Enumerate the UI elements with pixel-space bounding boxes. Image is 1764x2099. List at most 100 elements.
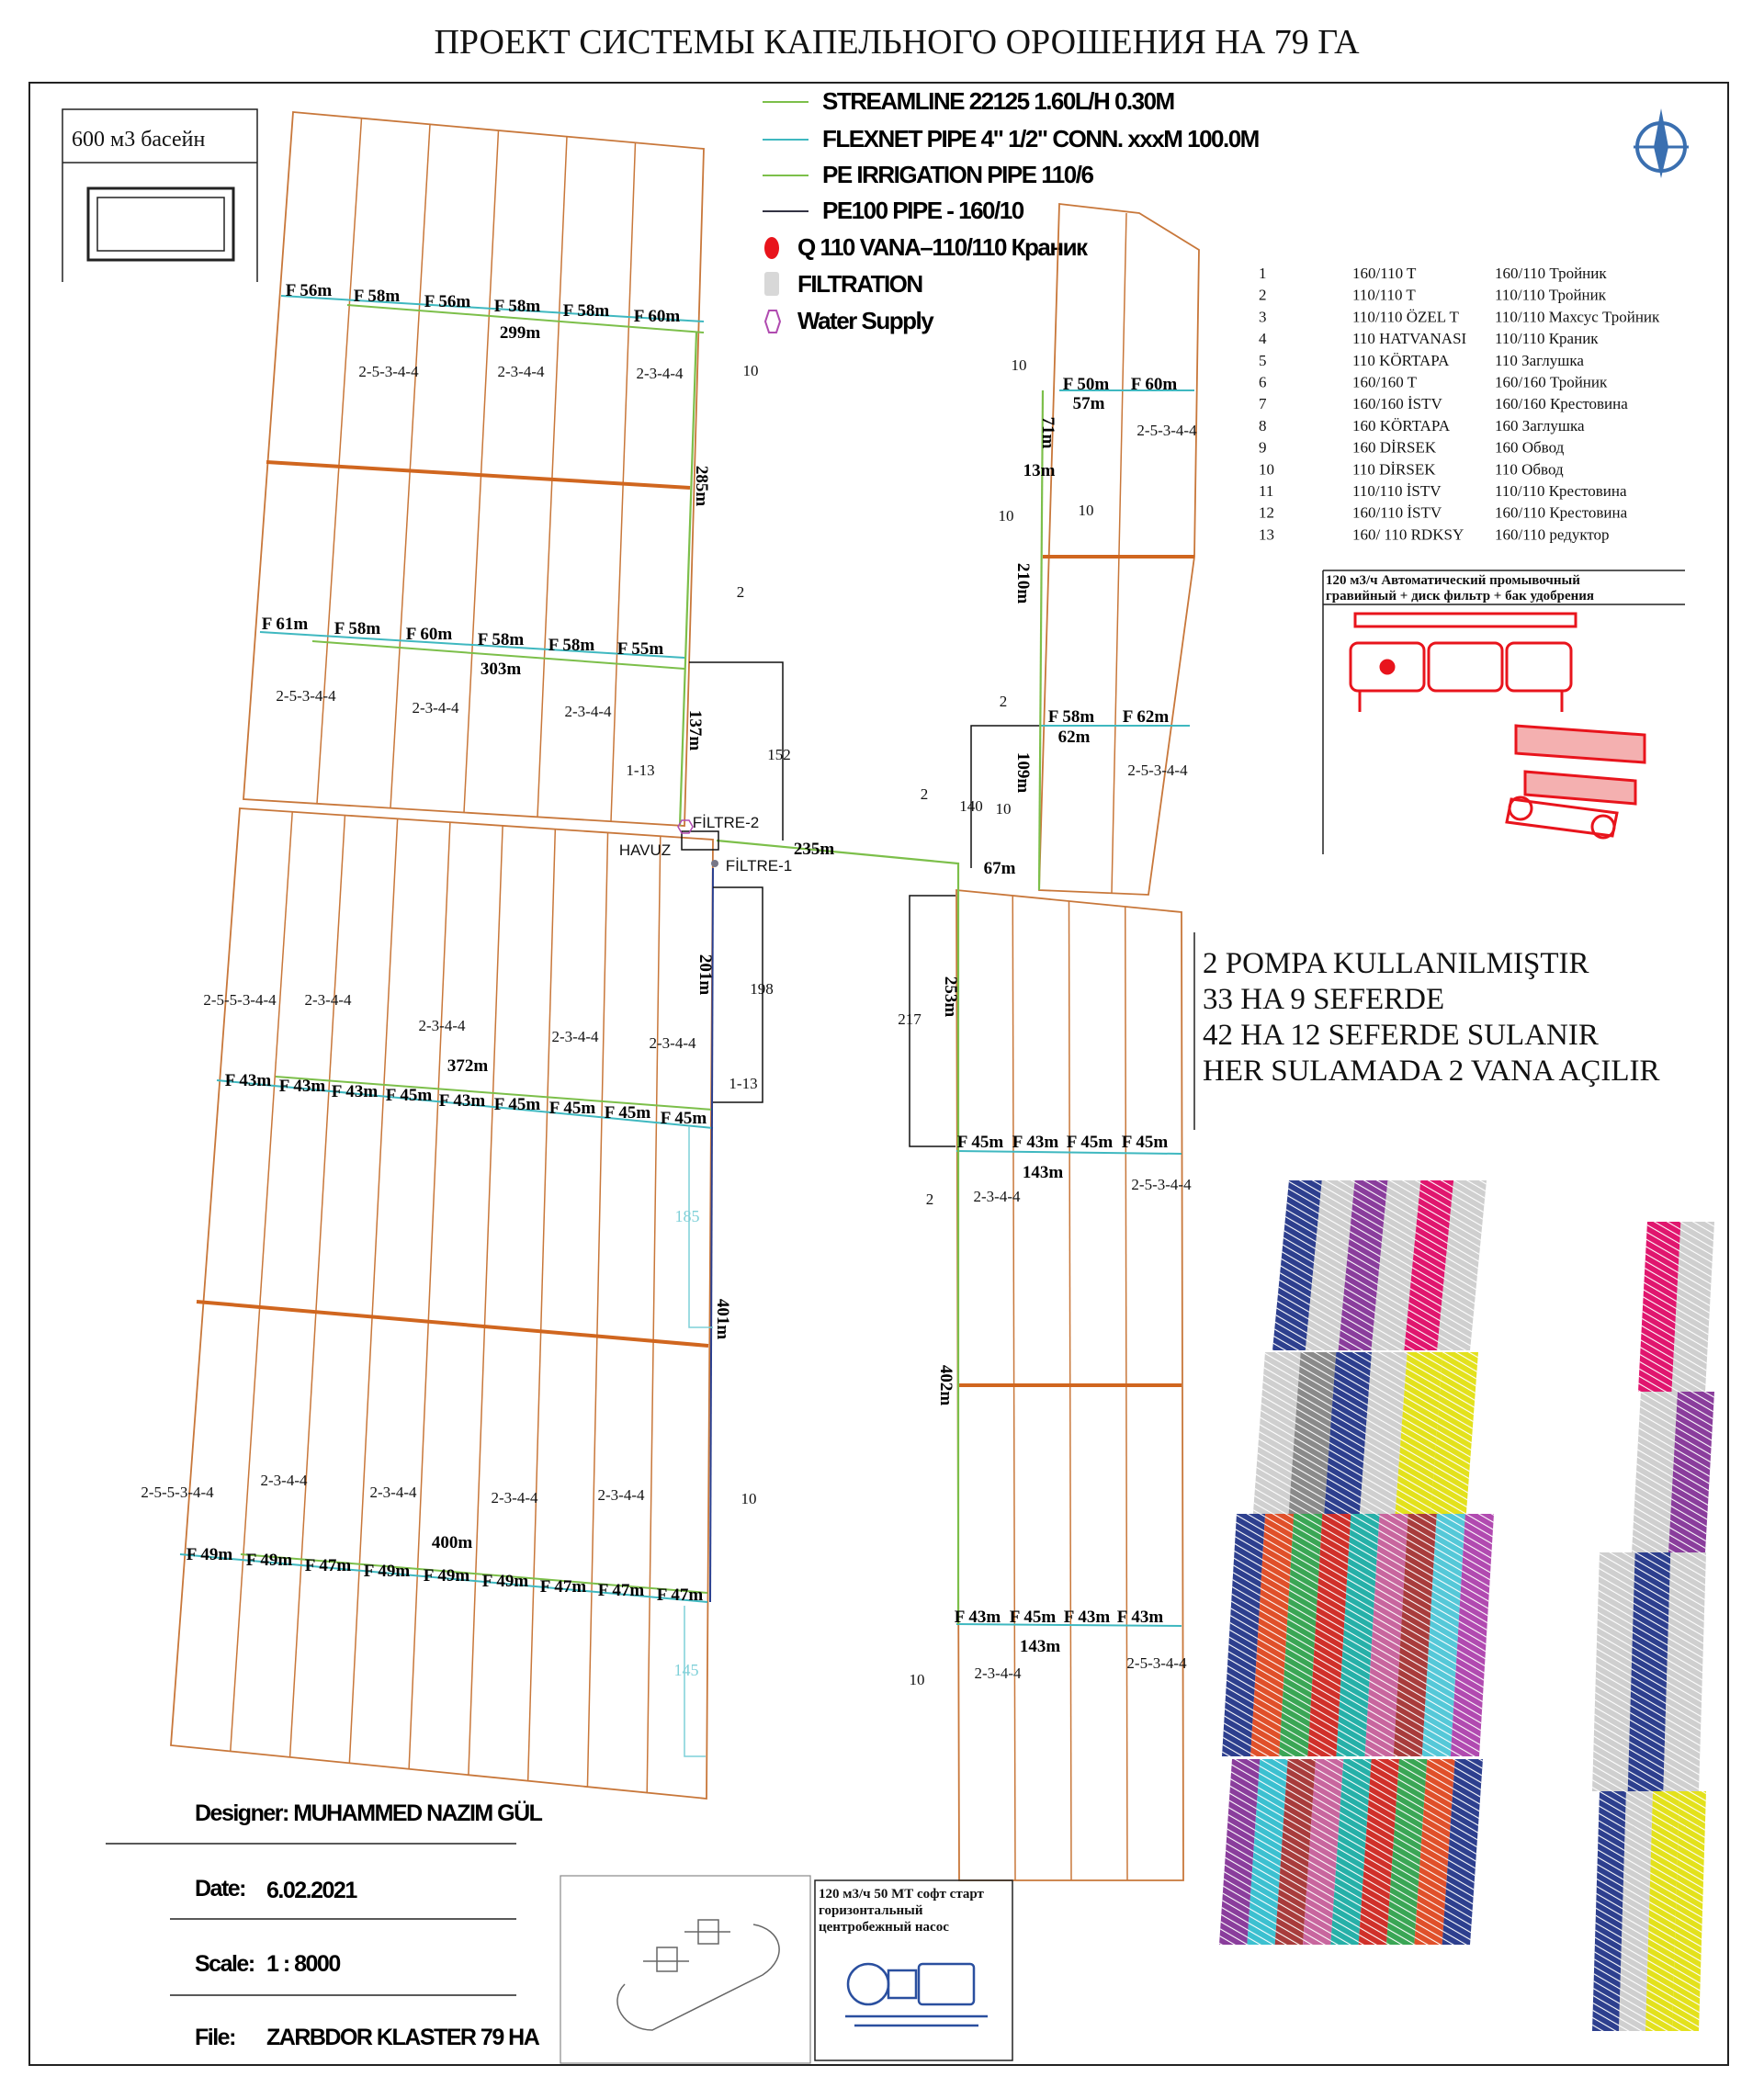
map-label: 299m bbox=[500, 323, 541, 343]
map-label: 2-3-4-4 bbox=[974, 1188, 1021, 1205]
map-label: 10 bbox=[741, 1490, 757, 1507]
flexnet-lateral bbox=[259, 631, 685, 659]
fitting-no: 10 bbox=[1259, 460, 1274, 478]
map-label: F 58m bbox=[494, 297, 541, 316]
fitting-name-ru: 110 Заглушка bbox=[1495, 352, 1584, 369]
date-label: Date: bbox=[195, 1876, 245, 1902]
pe-lateral bbox=[346, 304, 705, 333]
fitting-name-ru: 160/110 Крестовина bbox=[1495, 504, 1628, 522]
map-label: 2-3-4-4 bbox=[419, 1017, 466, 1034]
map-label: F 58m bbox=[548, 636, 595, 655]
map-label: 2-3-4-4 bbox=[565, 703, 612, 720]
map-label: 1-13 bbox=[729, 1075, 757, 1092]
notes: 2 POMPA KULLANILMIŞTIR 33 HA 9 SEFERDE 4… bbox=[1193, 932, 1660, 1130]
schedule-block-e bbox=[1638, 1222, 1714, 1392]
map-label: 62m bbox=[1058, 728, 1091, 747]
fitting-name-ru: 110/110 Крестовина bbox=[1495, 482, 1627, 500]
fitting-name-ru: 110/110 Краник bbox=[1495, 330, 1599, 347]
map-label: F 43m bbox=[1012, 1133, 1059, 1152]
title-block: Designer: MUHAMMED NAZIM GÜL Date: 6.02.… bbox=[106, 1800, 544, 2050]
map-label: F 45m bbox=[1067, 1133, 1114, 1152]
map-label: F 45m bbox=[386, 1086, 433, 1105]
legend-label: Q 110 VANA–110/110 Краник bbox=[797, 233, 1089, 261]
fitting-no: 13 bbox=[1259, 525, 1274, 543]
fitting-code: 110/110 İSTV bbox=[1352, 482, 1442, 500]
fitting-no: 7 bbox=[1259, 395, 1267, 412]
schedule-block-c bbox=[1222, 1514, 1494, 1756]
schedule-block-h bbox=[1592, 1791, 1706, 2031]
field-block-northwest bbox=[243, 111, 705, 827]
schedule-block-b bbox=[1252, 1352, 1478, 1525]
map-label: 71m bbox=[1038, 417, 1057, 449]
trunk-northeast bbox=[1037, 389, 1045, 891]
note-line: HER SULAMADA 2 VANA AÇILIR bbox=[1203, 1055, 1660, 1088]
fitting-code: 110 KÖRTAPA bbox=[1352, 352, 1450, 369]
map-label: 2-3-4-4 bbox=[598, 1486, 645, 1504]
pump-line2: горизонтальный bbox=[819, 1903, 923, 1918]
map-label: 2-3-4-4 bbox=[637, 365, 684, 382]
fitting-code: 160/110 T bbox=[1352, 265, 1417, 282]
fitting-code: 110 DİRSEK bbox=[1352, 460, 1436, 478]
fitting-no: 6 bbox=[1259, 374, 1267, 391]
legend-label: Water Supply bbox=[797, 307, 934, 334]
schedule-block-f bbox=[1632, 1392, 1714, 1552]
field-blocks bbox=[170, 111, 1200, 1881]
page-title: ПРОЕКТ СИСТЕМЫ КАПЕЛЬНОГО ОРОШЕНИЯ НА 79… bbox=[434, 23, 1360, 62]
scale-label: Scale: bbox=[195, 1951, 254, 1977]
map-label: 67m bbox=[984, 859, 1016, 878]
map-label: 2-3-4-4 bbox=[650, 1034, 696, 1052]
fitting-no: 4 bbox=[1259, 330, 1267, 347]
map-label: F 45m bbox=[605, 1103, 651, 1123]
fitting-no: 5 bbox=[1259, 352, 1267, 369]
map-label: F 43m bbox=[1064, 1608, 1111, 1627]
map-label: 400m bbox=[432, 1533, 473, 1552]
file-label: File: bbox=[195, 2025, 235, 2050]
pe-lateral bbox=[275, 1076, 714, 1111]
map-label: 2-5-3-4-4 bbox=[1126, 1654, 1187, 1672]
basin-icon bbox=[86, 186, 235, 262]
water-supply-icon bbox=[763, 310, 782, 333]
pipe-network bbox=[179, 295, 1194, 1757]
map-label: 198 bbox=[750, 980, 774, 998]
map-label: F 43m bbox=[955, 1608, 1001, 1627]
fitting-no: 3 bbox=[1259, 308, 1267, 325]
map-label: F 58m bbox=[478, 630, 525, 649]
pe-lateral bbox=[311, 640, 685, 670]
map-label: 285m bbox=[692, 466, 711, 507]
map-label: F 62m bbox=[1123, 707, 1170, 727]
fitting-code: 110/110 ÖZEL T bbox=[1352, 308, 1459, 325]
fitting-name-ru: 160 Обвод bbox=[1495, 439, 1565, 457]
map-label: 303m bbox=[481, 660, 522, 679]
map-label: F 45m bbox=[957, 1133, 1004, 1152]
flexnet-lateral bbox=[216, 1079, 714, 1129]
filter-box-line1: 120 м3/ч Автоматический промывочный bbox=[1326, 573, 1580, 588]
map-label: 2-3-4-4 bbox=[413, 699, 459, 717]
basin-box: 600 м3 басейн bbox=[62, 108, 258, 282]
map-label: 152 bbox=[767, 746, 791, 763]
map-label: F 47m bbox=[305, 1556, 352, 1575]
basin-label: 600 м3 басейн bbox=[72, 128, 205, 152]
fitting-code: 160/160 T bbox=[1352, 374, 1418, 391]
block-divider bbox=[196, 1300, 709, 1348]
map-label: F 55m bbox=[617, 639, 664, 659]
date-value: 6.02.2021 bbox=[266, 1878, 357, 1903]
map-label: 2-3-4-4 bbox=[498, 363, 545, 380]
map-label: F 47m bbox=[598, 1581, 645, 1600]
drawing-frame bbox=[28, 82, 1729, 2066]
fitting-code: 110 HATVANASI bbox=[1352, 330, 1467, 347]
map-label: F 43m bbox=[225, 1071, 272, 1090]
map-label: 10 bbox=[1012, 356, 1027, 374]
valve-icon bbox=[764, 237, 779, 259]
pe-lateral bbox=[240, 1553, 708, 1594]
filter-station-box: 120 м3/ч Автоматический промывочный грав… bbox=[1322, 570, 1685, 854]
map-label: 140 bbox=[959, 797, 983, 815]
scale-value: 1 : 8000 bbox=[266, 1951, 340, 1977]
legend-label: STREAMLINE 22125 1.60L/H 0.30M bbox=[822, 87, 1174, 115]
